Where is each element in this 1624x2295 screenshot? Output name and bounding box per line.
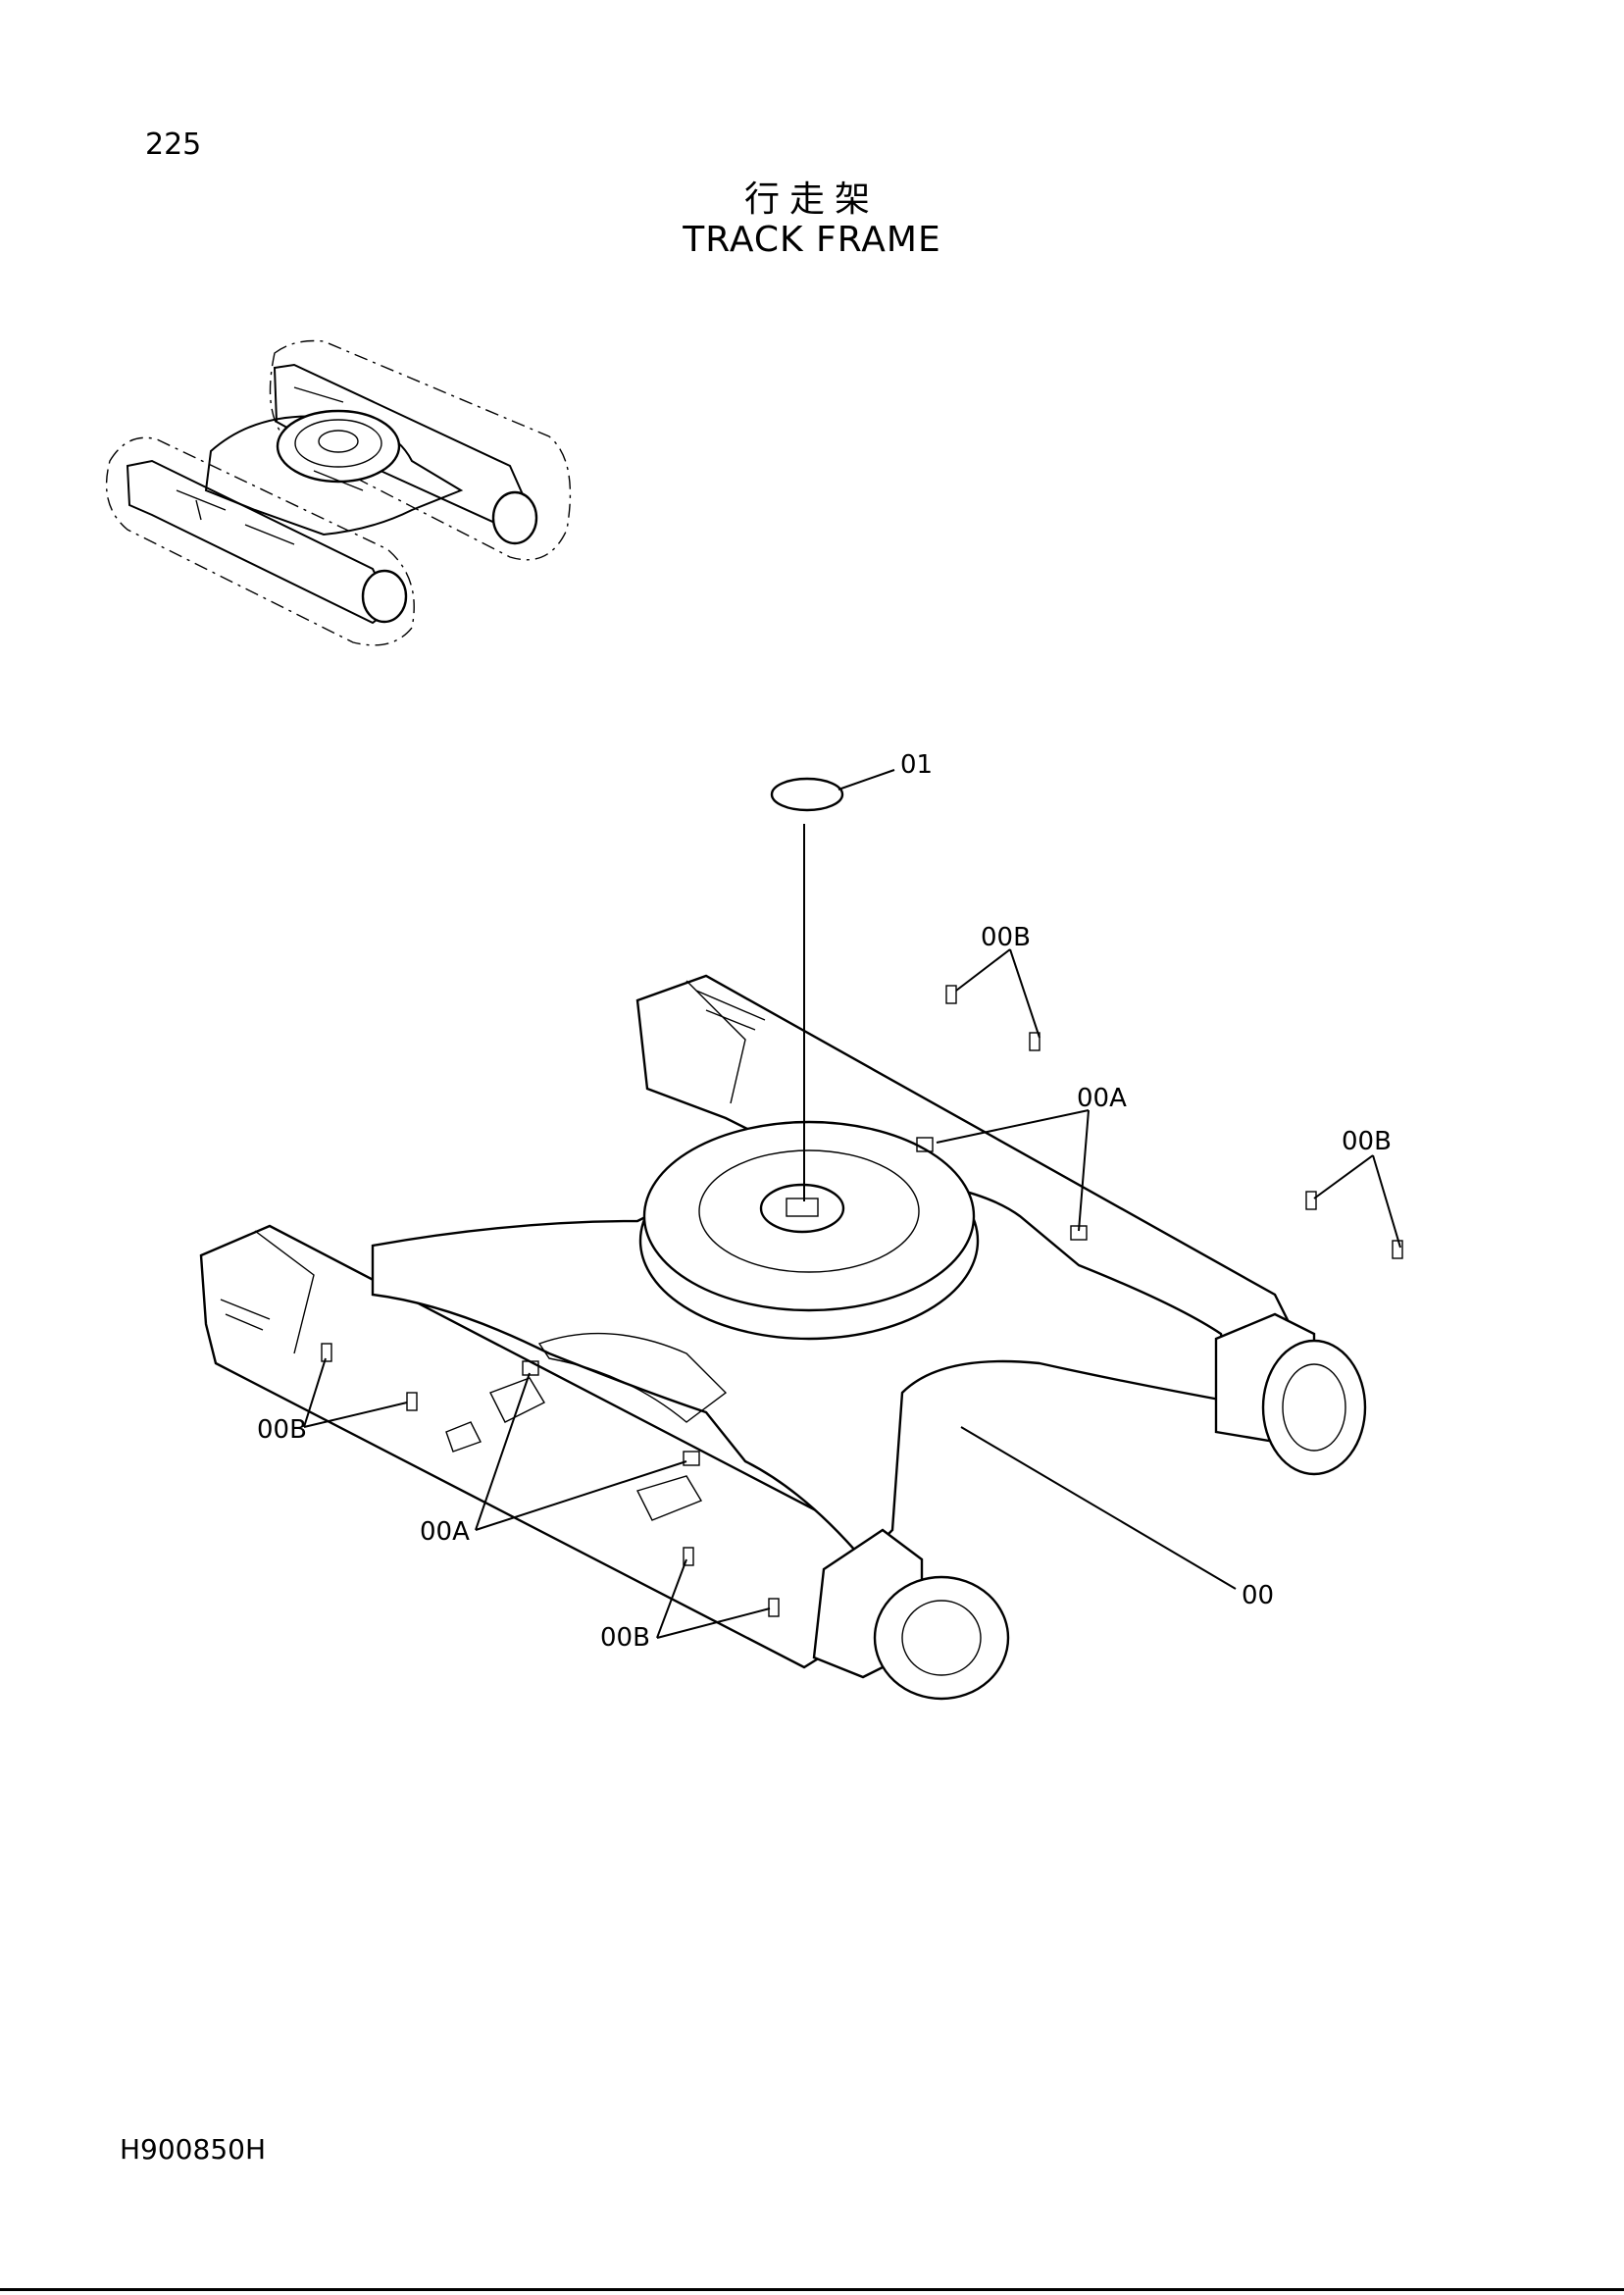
leader-00a-left-1 — [475, 1372, 531, 1531]
idler-bore-front — [901, 1600, 982, 1676]
title-chinese: 行走架 — [743, 179, 880, 220]
pad-00b-left-1 — [321, 1343, 332, 1362]
side-frame-front-slot — [220, 1299, 271, 1331]
idler-ring-rear — [1261, 1339, 1367, 1476]
thumb-side-frame-front — [126, 459, 394, 625]
side-frame-rear-slot — [695, 990, 766, 1031]
pad-00a-left-2 — [683, 1451, 700, 1466]
leader-lines — [303, 769, 1401, 1639]
callout-00b-bottom: 00B — [600, 1623, 650, 1653]
side-frame-front-end-plate — [254, 1230, 315, 1354]
pad-00b-left-2 — [406, 1392, 418, 1411]
callout-labels: 01 00B 00A 00B 00B 00A 00B 00 — [257, 750, 1392, 1653]
overview-thumbnail — [105, 339, 572, 646]
leader-00a-top-2 — [1078, 1109, 1090, 1232]
pad-00a-top-1 — [916, 1137, 934, 1152]
front-frame-cutout — [537, 1332, 728, 1423]
pad-00b-top-1 — [945, 985, 957, 1004]
thumb-detail-lines — [176, 386, 364, 545]
pad-00b-right-1 — [1305, 1191, 1317, 1210]
bottom-border-line — [0, 2288, 1624, 2291]
leader-00a-top-1 — [936, 1109, 1090, 1144]
pad-00b-bottom-2 — [768, 1598, 780, 1617]
title-english: TRACK FRAME — [683, 220, 941, 260]
pad-00b-right-2 — [1392, 1240, 1403, 1259]
leader-00b-left-1 — [303, 1357, 327, 1428]
pad-00a-left-1 — [522, 1360, 539, 1376]
leader-00 — [960, 1426, 1237, 1590]
leader-00b-left-2 — [303, 1402, 408, 1428]
callout-00a-top: 00A — [1077, 1084, 1127, 1113]
side-frame-rear-end-plate — [685, 980, 746, 1104]
front-frame-slot-2 — [445, 1421, 482, 1453]
leader-00a-left-2 — [475, 1460, 687, 1531]
leader-00b-top-2 — [1009, 948, 1040, 1039]
leader-00b-bottom-1 — [656, 1558, 687, 1639]
track-frame-main — [199, 777, 1403, 1701]
leader-00b-right-2 — [1372, 1154, 1401, 1249]
leader-01 — [837, 769, 895, 790]
part-01-ring — [770, 777, 844, 812]
callout-00b-top: 00B — [981, 923, 1031, 952]
front-frame-slot-3 — [636, 1475, 703, 1521]
page-number: 225 — [145, 128, 202, 162]
pad-00b-top-2 — [1029, 1032, 1040, 1051]
swing-center-hub — [759, 1183, 845, 1234]
callout-00b-right: 00B — [1342, 1127, 1392, 1156]
callout-01: 01 — [900, 750, 933, 780]
idler-ring-front — [873, 1575, 1010, 1701]
callout-00: 00 — [1242, 1581, 1274, 1610]
callout-00b-left: 00B — [257, 1415, 307, 1445]
idler-bore-rear — [1282, 1363, 1346, 1452]
thumb-bearing-inner — [318, 430, 359, 453]
pad-00b-bottom-1 — [683, 1547, 694, 1566]
swing-center-joint — [786, 1198, 819, 1217]
callout-00a-left: 00A — [420, 1517, 470, 1547]
leader-00b-bottom-2 — [656, 1607, 771, 1639]
thumb-idler-rear — [491, 490, 538, 545]
leader-00b-top-1 — [955, 948, 1011, 992]
thumb-bearing-outer — [276, 409, 401, 484]
swing-bearing-inner-ring — [698, 1149, 920, 1273]
document-code: H900850H — [120, 2133, 266, 2166]
thumb-bearing-mid — [294, 419, 382, 468]
leader-00b-right-1 — [1313, 1154, 1374, 1199]
front-frame-slot-1 — [489, 1377, 545, 1423]
thumb-idler-front — [361, 569, 408, 624]
